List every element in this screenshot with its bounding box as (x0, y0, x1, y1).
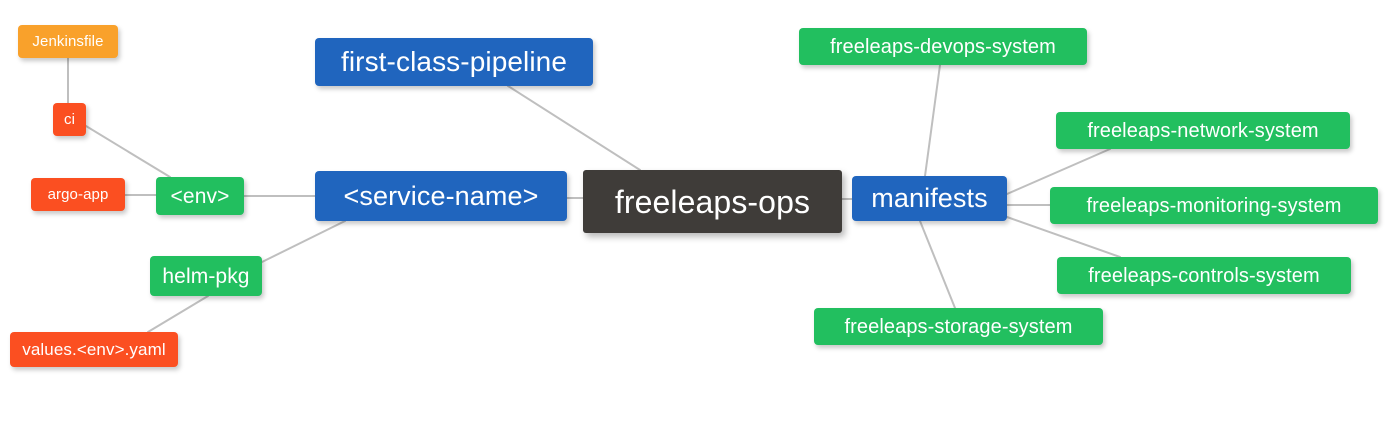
edge-first-class-pipeline-to-freeleaps-ops (507, 85, 641, 171)
edge-manifests-to-freeleaps-storage-system (919, 220, 956, 309)
edge-manifests-to-freeleaps-devops-system (924, 64, 941, 177)
node-manifests[interactable]: manifests (852, 176, 1007, 221)
node-freeleaps-network-system[interactable]: freeleaps-network-system (1056, 112, 1350, 149)
node-freeleaps-storage-system[interactable]: freeleaps-storage-system (814, 308, 1103, 345)
node-jenkinsfile[interactable]: Jenkinsfile (18, 25, 118, 58)
node-ci[interactable]: ci (53, 103, 86, 136)
node-freeleaps-devops-system[interactable]: freeleaps-devops-system (799, 28, 1087, 65)
node-values-yaml[interactable]: values.<env>.yaml (10, 332, 178, 367)
node-freeleaps-ops[interactable]: freeleaps-ops (583, 170, 842, 233)
node-freeleaps-controls-system[interactable]: freeleaps-controls-system (1057, 257, 1351, 294)
node-env[interactable]: <env> (156, 177, 244, 215)
node-helm-pkg[interactable]: helm-pkg (150, 256, 262, 296)
node-argo-app[interactable]: argo-app (31, 178, 125, 211)
edge-helm-pkg-to-values-yaml (147, 295, 209, 333)
edge-ci-to-env (85, 125, 171, 178)
node-freeleaps-monitoring-system[interactable]: freeleaps-monitoring-system (1050, 187, 1378, 224)
node-service-name[interactable]: <service-name> (315, 171, 567, 221)
node-first-class-pipeline[interactable]: first-class-pipeline (315, 38, 593, 86)
edge-service-name-to-helm-pkg (261, 220, 346, 263)
